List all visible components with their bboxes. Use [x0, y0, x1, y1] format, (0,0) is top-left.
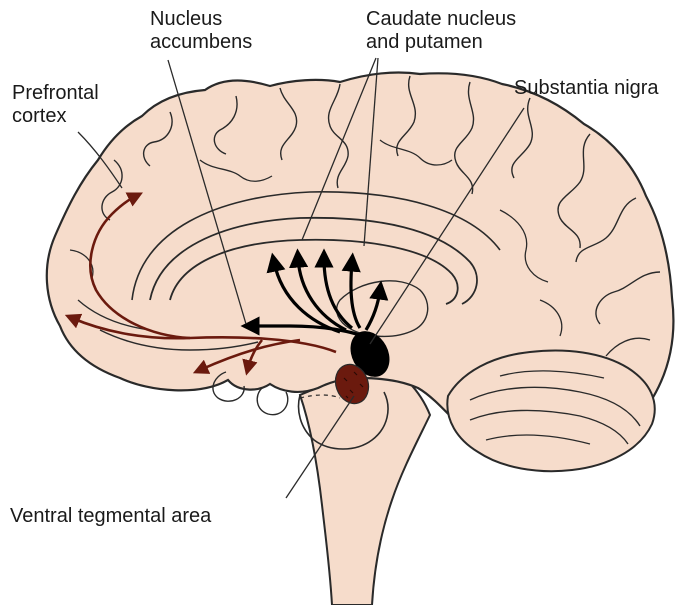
caudate-putamen-label: Caudate nucleus and putamen — [366, 8, 516, 54]
nucleus-accumbens-label: Nucleus accumbens — [150, 8, 252, 54]
ventral-tegmental-area-label: Ventral tegmental area — [10, 505, 211, 528]
prefrontal-cortex-label: Prefrontal cortex — [12, 82, 99, 128]
substantia-nigra-label: Substantia nigra — [514, 77, 659, 100]
